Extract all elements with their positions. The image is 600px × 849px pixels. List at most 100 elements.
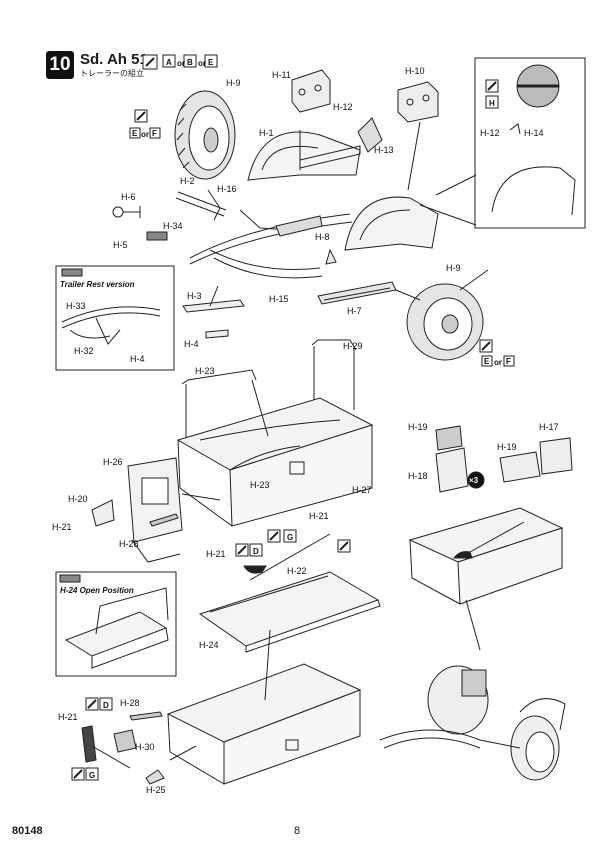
page-number: 8: [294, 825, 301, 837]
label-h32: H-32: [74, 346, 94, 356]
assembly-arrows: [169, 121, 489, 761]
label-h25: H-25: [146, 785, 166, 795]
inset-paint-code: H: [489, 99, 495, 108]
paint-code-a: A: [166, 58, 172, 67]
tyre-top-joiner: or: [141, 130, 149, 139]
shovel-paint: [235, 529, 351, 557]
bracket-h10: [397, 81, 439, 123]
label-h12: H-12: [333, 102, 353, 112]
paint-joiner-2: or: [198, 59, 206, 68]
label-h16: H-16: [217, 184, 237, 194]
tyre-top-code-2: F: [152, 129, 157, 138]
label-h8: H-8: [315, 232, 330, 242]
parts-h28-h30: [81, 711, 165, 785]
paint-joiner-1: or: [177, 59, 185, 68]
part-h20: [91, 499, 115, 527]
label-h26: H-26: [103, 457, 123, 467]
label-h29: H-29: [343, 341, 363, 351]
label-h24: H-24: [199, 640, 219, 650]
label-h28-a: H-28: [119, 539, 139, 549]
label-h21-b: H-21: [206, 549, 226, 559]
trailer-rest-inset: [55, 265, 175, 371]
tyre-bottom-code-1: E: [484, 357, 490, 366]
inset-paint-icon: [485, 79, 499, 109]
spring-h7: [317, 281, 397, 305]
label-h21-d: H-21: [58, 712, 78, 722]
step-subtitle: トレーラーの組立: [80, 69, 144, 78]
bracket-h11: [291, 69, 331, 113]
jerrycan-h17: [499, 437, 573, 483]
h28-paint-code: D: [103, 701, 109, 710]
tyre-top-paint-icon: [129, 109, 161, 139]
tyre-bottom-paint: [479, 339, 515, 367]
tyre-bottom-code-2: F: [506, 357, 511, 366]
label-h10: H-10: [405, 66, 425, 76]
paint-code-e: E: [208, 58, 214, 67]
jerrycan-h18: [435, 425, 485, 493]
trailer-box-lower: [166, 663, 362, 785]
label-h2: H-2: [180, 176, 195, 186]
paint-code-b: B: [187, 58, 193, 67]
trailer-rest-title: Trailer Rest version: [60, 280, 135, 289]
shovel-paint-d: D: [253, 547, 259, 556]
h21-paint-code: G: [89, 771, 95, 780]
label-h21-c: H-21: [309, 511, 329, 521]
tyre-bottom-joiner: or: [494, 358, 502, 367]
label-h19-a: H-19: [408, 422, 428, 432]
fender-left: [247, 131, 361, 181]
header-paint-icon: [142, 54, 158, 70]
label-h15: H-15: [269, 294, 289, 304]
label-h22: H-22: [287, 566, 307, 576]
tyre-bottom: [406, 283, 484, 361]
label-h11: H-11: [272, 70, 291, 80]
label-h34: H-34: [163, 221, 183, 231]
header-paint-codes: [162, 54, 218, 68]
part-h4: [205, 329, 229, 339]
label-h9-top: H-9: [226, 78, 241, 88]
product-code: 80148: [12, 825, 43, 837]
trailer-body-top: [176, 339, 374, 527]
label-h4: H-4: [184, 339, 199, 349]
label-h33: H-33: [66, 301, 86, 311]
label-h12-inset: H-12: [480, 128, 500, 138]
label-h6: H-6: [121, 192, 136, 202]
part-h3: [182, 285, 245, 313]
step-title: Sd. Ah 51: [80, 51, 148, 68]
label-h5: H-5: [113, 240, 128, 250]
label-h30: H-30: [135, 742, 155, 752]
open-position-inset: [55, 571, 177, 677]
drawbar: [175, 189, 227, 221]
completed-trailer: [379, 507, 566, 781]
label-h23-mid: H-23: [250, 480, 270, 490]
label-h28-b: H-28: [120, 698, 140, 708]
trailer-floor: [198, 533, 381, 653]
fender-right: [344, 196, 439, 251]
label-h20: H-20: [68, 494, 88, 504]
chassis-frame: [189, 145, 361, 279]
detail-inset-frame: [419, 57, 586, 229]
part-h28-strip: [149, 513, 179, 527]
tyre-top-code-1: E: [132, 129, 138, 138]
label-h18: H-18: [408, 471, 428, 481]
label-h3: H-3: [187, 291, 202, 301]
label-h17: H-17: [539, 422, 559, 432]
step-number-badge: 10: [46, 51, 74, 79]
part-h13: [357, 117, 383, 153]
label-h7: H-7: [347, 306, 362, 316]
tyre-top: [174, 90, 236, 180]
shovel-paint-g: G: [287, 533, 293, 542]
part-h6: [112, 206, 141, 218]
label-h4-inset: H-4: [130, 354, 145, 364]
part-h34-arrow: [146, 231, 168, 241]
label-h9-bottom: H-9: [446, 263, 461, 273]
open-position-title: H-24 Open Position: [60, 586, 134, 595]
label-h19-b: H-19: [497, 442, 517, 452]
lower-paint-icons: [71, 697, 113, 781]
label-h13: H-13: [374, 145, 394, 155]
label-h23-top: H-23: [195, 366, 215, 376]
label-h1: H-1: [259, 128, 274, 138]
multiplier-label: ×3: [469, 476, 479, 485]
label-h14: H-14: [524, 128, 544, 138]
